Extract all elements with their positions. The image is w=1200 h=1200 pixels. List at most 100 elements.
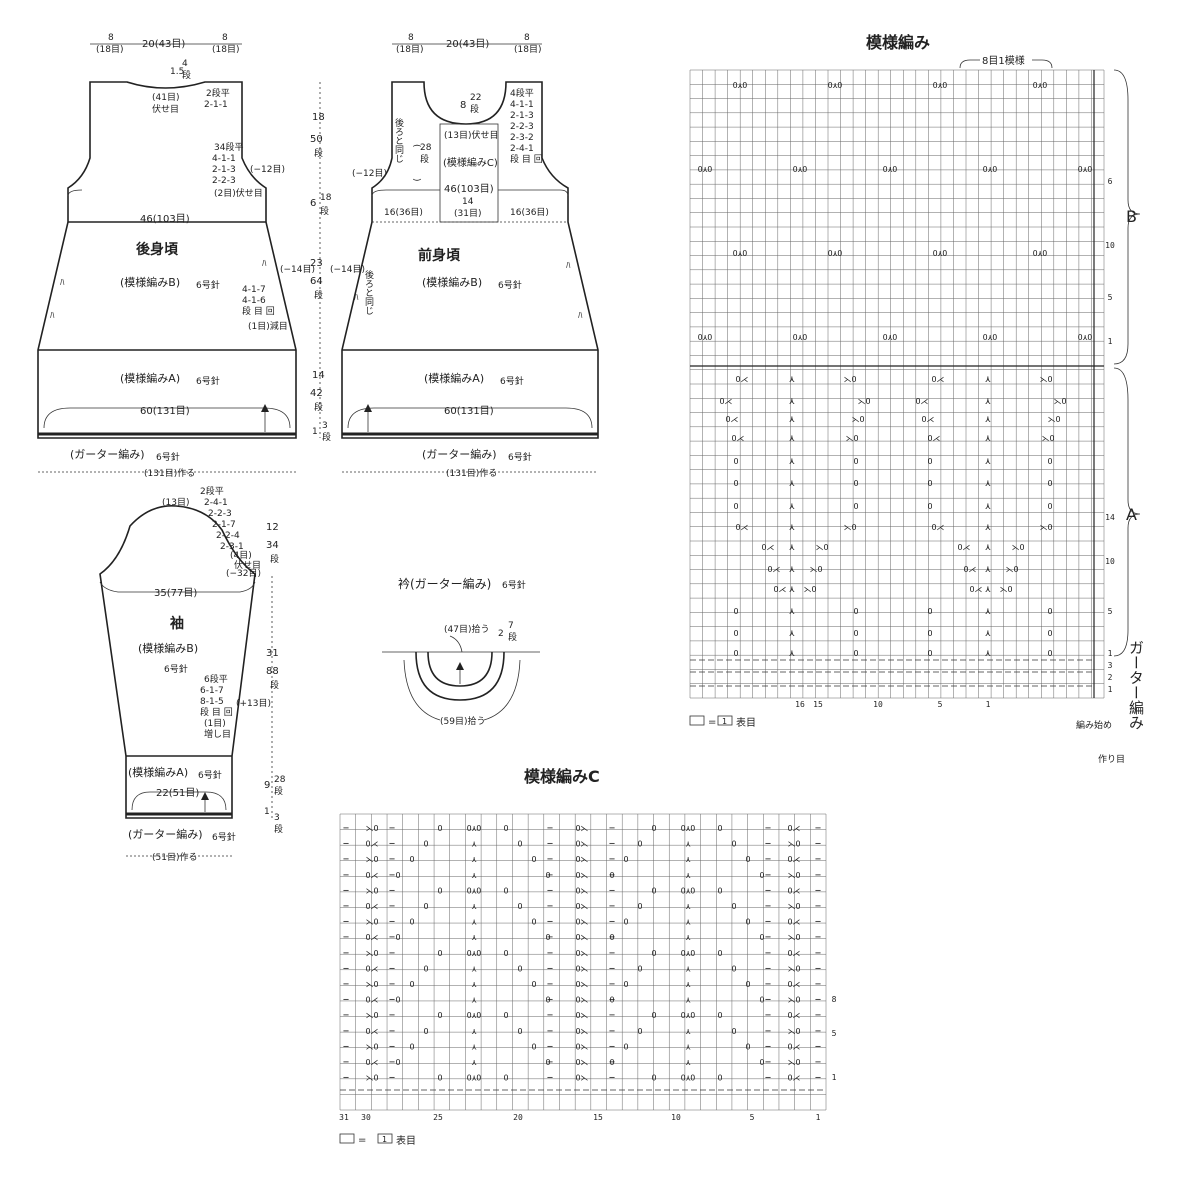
svg-text:(51目)作る: (51目)作る <box>152 851 197 863</box>
svg-text:18: 18 <box>312 112 325 123</box>
svg-text:段 目 回: 段 目 回 <box>510 153 543 165</box>
svg-text:(ガーター編み): (ガーター編み) <box>422 447 497 461</box>
chart-symbol: ⋋O <box>366 1042 379 1051</box>
chart-symbol: O⋋ <box>576 855 589 864</box>
svg-text:8: 8 <box>108 33 114 43</box>
chart-symbol: O⋏O <box>467 1011 482 1020</box>
chart-symbol: O⋋ <box>576 824 589 833</box>
chart-symbol: O⋋ <box>576 1011 589 1020</box>
chart-symbol: O <box>854 479 859 488</box>
chart-symbol: − <box>765 932 771 943</box>
chart-symbol: ⋋O <box>788 1027 801 1036</box>
chart-symbol: O <box>1048 649 1053 658</box>
chart-symbol: O⋌ <box>922 415 935 424</box>
svg-text:ﾊ: ﾊ <box>354 293 359 303</box>
front-body-piece: 8 (18目) 20(43目) 8 (18目) 8 22 段 4段平 4-1-1… <box>330 33 599 479</box>
svg-text:段: 段 <box>270 679 279 691</box>
chart-symbol: − <box>815 823 821 834</box>
chart-symbol: O⋋ <box>576 918 589 927</box>
chart-symbol: − <box>765 901 771 912</box>
svg-text:2: 2 <box>498 629 504 639</box>
chart-symbol: − <box>343 963 349 974</box>
chart-symbol: ⋋O <box>366 886 379 895</box>
svg-text:段: 段 <box>182 69 191 81</box>
chart-symbol: − <box>343 995 349 1006</box>
chart-symbol: − <box>609 885 615 896</box>
svg-text:伏せ目: 伏せ目 <box>152 103 179 115</box>
svg-text:42: 42 <box>310 388 323 399</box>
chart-symbol: O <box>624 918 629 927</box>
chart-symbol: − <box>343 1041 349 1052</box>
chart-symbol: O <box>504 1074 509 1083</box>
svg-text:(−14目): (−14目) <box>280 264 315 275</box>
svg-text:(模様編みA): (模様編みA) <box>128 765 188 779</box>
svg-text:段 目 回: 段 目 回 <box>200 706 233 718</box>
svg-text:20(43目): 20(43目) <box>446 39 489 50</box>
chart-symbol: − <box>547 839 553 850</box>
svg-text:46(103目): 46(103目) <box>140 214 190 225</box>
chart-symbol: O <box>760 1058 765 1067</box>
chart-symbol: O⋌ <box>366 902 379 911</box>
chart-symbol: − <box>765 995 771 1006</box>
row-number: 5 <box>1108 607 1113 616</box>
chart-symbol: ⋏ <box>471 933 477 942</box>
svg-text:6段平: 6段平 <box>204 673 228 685</box>
chart-symbol: − <box>609 1041 615 1052</box>
chart-symbol: ⋏ <box>788 415 795 425</box>
main-chart-title: 模様編み <box>866 33 930 52</box>
chart-symbol: O⋌ <box>768 565 781 574</box>
chart-symbol: O <box>438 1074 443 1083</box>
row-number: 14 <box>1105 513 1115 522</box>
chart-symbol: ⋋O <box>846 434 859 443</box>
chart-symbol: O <box>424 964 429 973</box>
chart-symbol: − <box>815 1026 821 1037</box>
svg-text:(模様編みA): (模様編みA) <box>424 371 484 385</box>
svg-text:9: 9 <box>264 780 270 791</box>
svg-text:34: 34 <box>266 540 279 551</box>
svg-text:6号針: 6号針 <box>508 451 532 463</box>
svg-text:段: 段 <box>320 205 329 217</box>
svg-text:64: 64 <box>310 276 323 287</box>
row-number: 1 <box>1108 337 1113 346</box>
chart-symbol: − <box>389 1041 395 1052</box>
chart-symbol: − <box>609 979 615 990</box>
svg-text:ﾊ: ﾊ <box>60 278 65 288</box>
svg-text:(31目): (31目) <box>454 208 481 219</box>
chart-symbol: O <box>718 1074 723 1083</box>
chart-symbol: − <box>765 948 771 959</box>
chart-symbol: O⋏O <box>733 249 748 258</box>
svg-text:6号針: 6号針 <box>498 279 522 291</box>
chart-symbol: O⋌ <box>366 1058 379 1067</box>
chart-symbol: − <box>815 1057 821 1068</box>
chart-symbol: ⋏ <box>471 840 477 849</box>
chart-symbol: O <box>410 1042 415 1051</box>
chart-symbol: − <box>815 917 821 928</box>
svg-text:(4目): (4目) <box>230 550 252 561</box>
chart-symbol: O <box>746 1042 751 1051</box>
collar-piece: 衿(ガーター編み) 6号針 (47目)拾う 2 7 段 (59目)拾う <box>382 576 540 727</box>
chart-symbol: O <box>546 871 551 880</box>
front-top-dimensions: 8 (18目) 20(43目) 8 (18目) <box>392 33 542 55</box>
svg-text:22: 22 <box>470 93 481 103</box>
chart-symbol: ⋏ <box>984 543 991 553</box>
chart-symbol: O <box>928 457 933 466</box>
chart-symbol: O <box>532 1042 537 1051</box>
column-number: 30 <box>361 1113 371 1122</box>
chart-symbol: O⋌ <box>788 949 801 958</box>
chart-symbol: − <box>343 979 349 990</box>
chart-symbol: O <box>928 479 933 488</box>
chart-symbol: ⋋O <box>788 840 801 849</box>
chart-symbol: O <box>638 902 643 911</box>
svg-text:16(36目): 16(36目) <box>384 207 423 218</box>
chart-symbol: − <box>389 839 395 850</box>
chart-symbol: ⋋O <box>810 565 823 574</box>
chart-symbol: O⋋ <box>576 1042 589 1051</box>
chart-symbol: − <box>815 1041 821 1052</box>
row-number: 8 <box>832 995 837 1004</box>
svg-text:60(131目): 60(131目) <box>140 406 190 417</box>
chart-symbol: O <box>652 886 657 895</box>
chart-symbol: O⋌ <box>788 980 801 989</box>
chart-symbol: O <box>734 607 739 616</box>
chart-symbol: − <box>765 1057 771 1068</box>
